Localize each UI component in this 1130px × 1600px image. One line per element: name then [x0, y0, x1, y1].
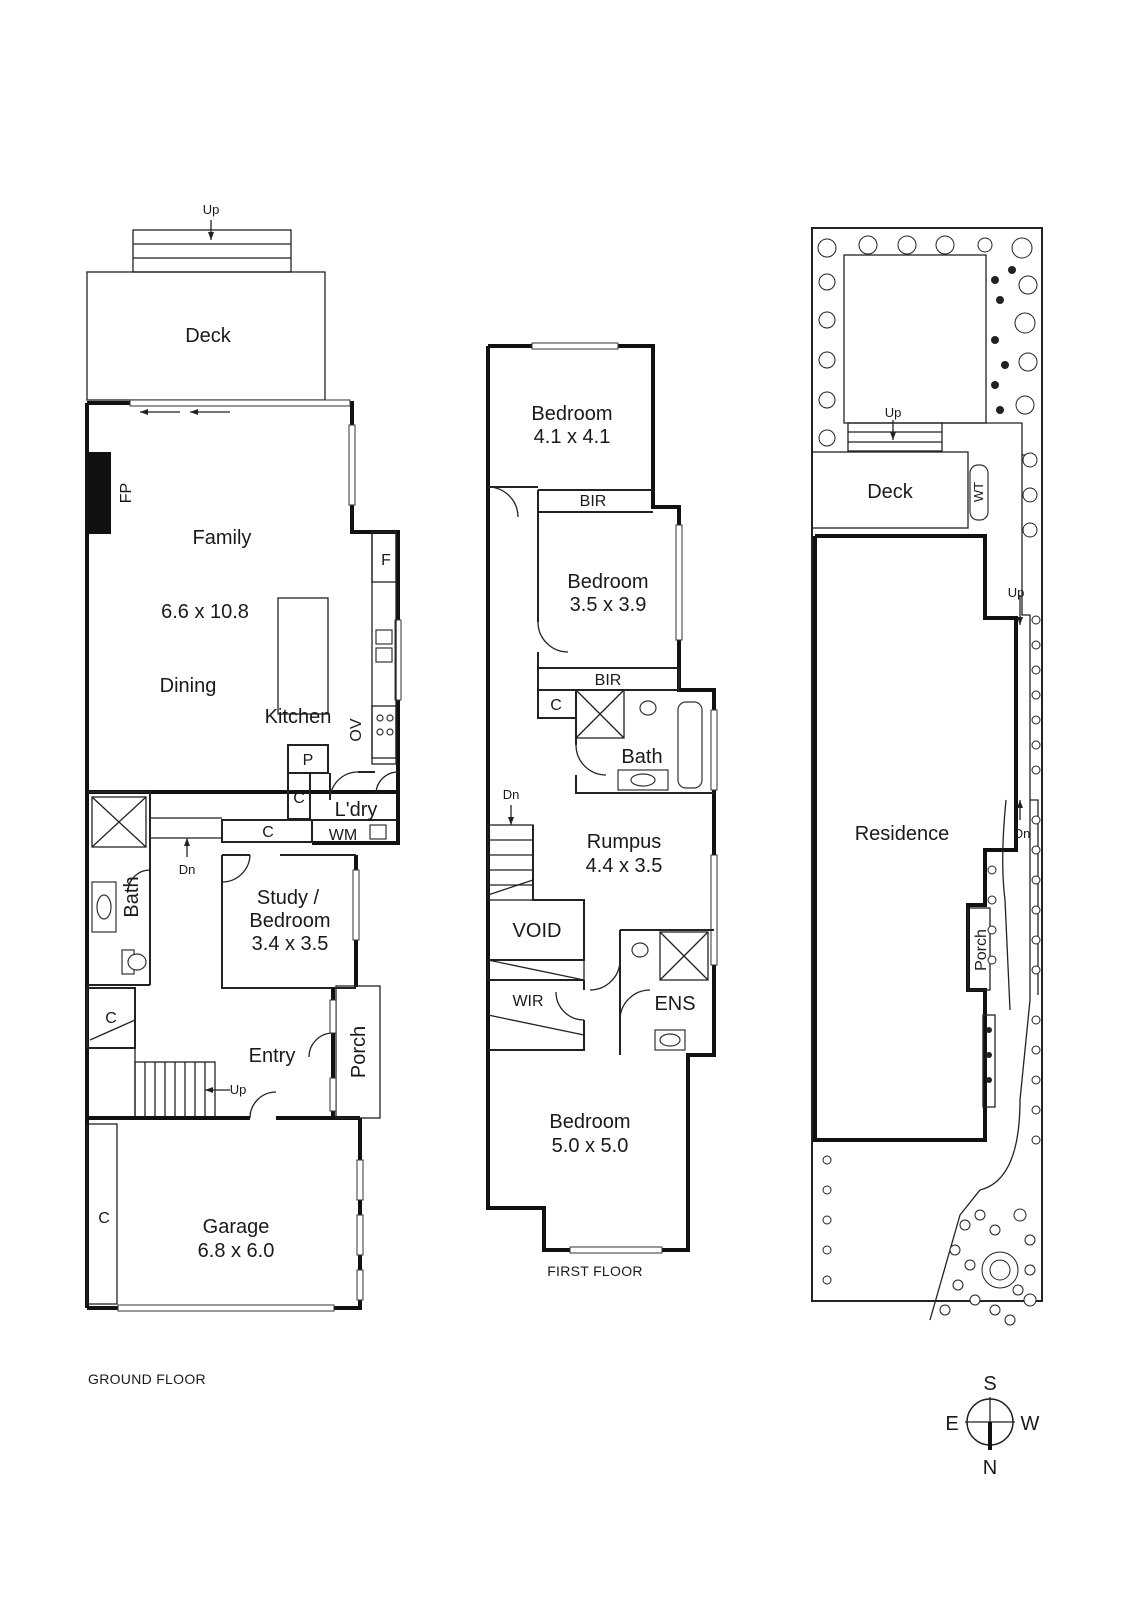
study-line2-label: Bedroom — [249, 910, 330, 932]
sink-icon — [375, 647, 393, 663]
ground-porch-label: Porch — [348, 1026, 370, 1078]
ground-floor-plan — [85, 220, 402, 1312]
ground-bath-label: Bath — [121, 876, 143, 917]
garden-steps-up-label: Up — [885, 405, 902, 420]
ensuite-label: ENS — [654, 993, 695, 1015]
deck-steps-up-label: Up — [203, 202, 220, 217]
shower — [91, 796, 147, 848]
site-deck — [811, 451, 969, 529]
hall-cupboard — [221, 819, 313, 843]
laundry-tub-icon — [369, 824, 387, 840]
garage-cupboard-label: C — [98, 1210, 110, 1227]
site-deck-label: Deck — [867, 481, 914, 503]
first-shower — [575, 689, 625, 739]
side-path-up-label: Up — [1008, 585, 1025, 600]
toilet-icon — [127, 953, 147, 971]
compass-right-label: W — [1021, 1413, 1040, 1435]
porch — [335, 985, 381, 1119]
garage-size-label: 6.8 x 6.0 — [198, 1240, 275, 1262]
bir1-label: BIR — [580, 493, 607, 510]
ground-deck-label: Deck — [185, 325, 232, 347]
washing-machine-label: WM — [329, 827, 357, 844]
bedroom3-size-label: 5.0 x 5.0 — [552, 1135, 629, 1157]
first-stairs — [487, 824, 534, 901]
pantry-label: P — [303, 752, 314, 769]
wir-label: WIR — [512, 993, 543, 1010]
garden-lawn — [843, 254, 987, 424]
garage-door — [117, 1304, 335, 1312]
fridge-label: F — [381, 552, 391, 569]
kitchen-island — [277, 597, 329, 715]
hall-cupboard-label: C — [262, 824, 274, 841]
kitchen-label: Kitchen — [265, 706, 332, 728]
first-floor-plan — [486, 342, 718, 1254]
front-path-dn-label: Dn — [1014, 826, 1031, 841]
first-cupboard-label: C — [550, 697, 562, 714]
sliding-door — [129, 399, 351, 407]
fridge-space — [371, 531, 397, 583]
site-porch-label: Porch — [973, 929, 990, 971]
oven-label: OV — [348, 718, 365, 741]
ensuite-basin-icon — [659, 1033, 681, 1047]
bedroom3-label: Bedroom — [549, 1111, 630, 1133]
bedroom1-size-label: 4.1 x 4.1 — [534, 426, 611, 448]
compass-icon — [965, 1397, 1015, 1450]
fireplace-label: FP — [118, 483, 135, 503]
bir2-label: BIR — [595, 672, 622, 689]
residence-label: Residence — [855, 823, 950, 845]
ensuite-shower — [659, 931, 709, 981]
garage-cupboard — [86, 1123, 118, 1305]
first-floor-caption: FIRST FLOOR — [547, 1263, 643, 1279]
water-tank-label: WT — [971, 482, 986, 502]
hall-dn-label: Dn — [179, 862, 196, 877]
first-stairs-dn-label: Dn — [503, 787, 520, 802]
laundry-cupboard-label: C — [293, 790, 305, 807]
first-bath-label: Bath — [621, 746, 662, 768]
dining-label: Dining — [160, 675, 217, 697]
garden-steps — [847, 422, 943, 452]
bedroom2-size-label: 3.5 x 3.9 — [570, 594, 647, 616]
bedroom1-label: Bedroom — [531, 403, 612, 425]
void-label: VOID — [513, 920, 562, 942]
first-basin-icon — [630, 773, 656, 787]
ground-floor-caption: GROUND FLOOR — [88, 1371, 206, 1387]
bathtub — [677, 701, 703, 789]
site-boundary — [811, 227, 1043, 1302]
stair-cupboard-label: C — [105, 1010, 117, 1027]
study-size-label: 3.4 x 3.5 — [252, 933, 329, 955]
family-label: Family — [193, 527, 252, 549]
stairs-up-label: Up — [230, 1082, 247, 1097]
garage-label: Garage — [203, 1216, 270, 1238]
laundry-label: L'dry — [335, 799, 378, 821]
rumpus-label: Rumpus — [587, 831, 661, 853]
site-porch — [967, 907, 991, 991]
fireplace-icon — [87, 452, 111, 534]
cooktop — [371, 705, 397, 759]
rumpus-size-label: 4.4 x 3.5 — [586, 855, 663, 877]
family-size-label: 6.6 x 10.8 — [161, 601, 249, 623]
study-label: Study / — [257, 887, 320, 909]
compass-left-label: E — [945, 1413, 958, 1435]
site-plan — [811, 227, 1043, 1326]
compass-bottom-label: N — [983, 1457, 997, 1479]
water-tank — [969, 464, 989, 521]
entry-label: Entry — [249, 1045, 296, 1067]
compass-top-label: S — [983, 1373, 996, 1395]
bedroom2-label: Bedroom — [567, 571, 648, 593]
